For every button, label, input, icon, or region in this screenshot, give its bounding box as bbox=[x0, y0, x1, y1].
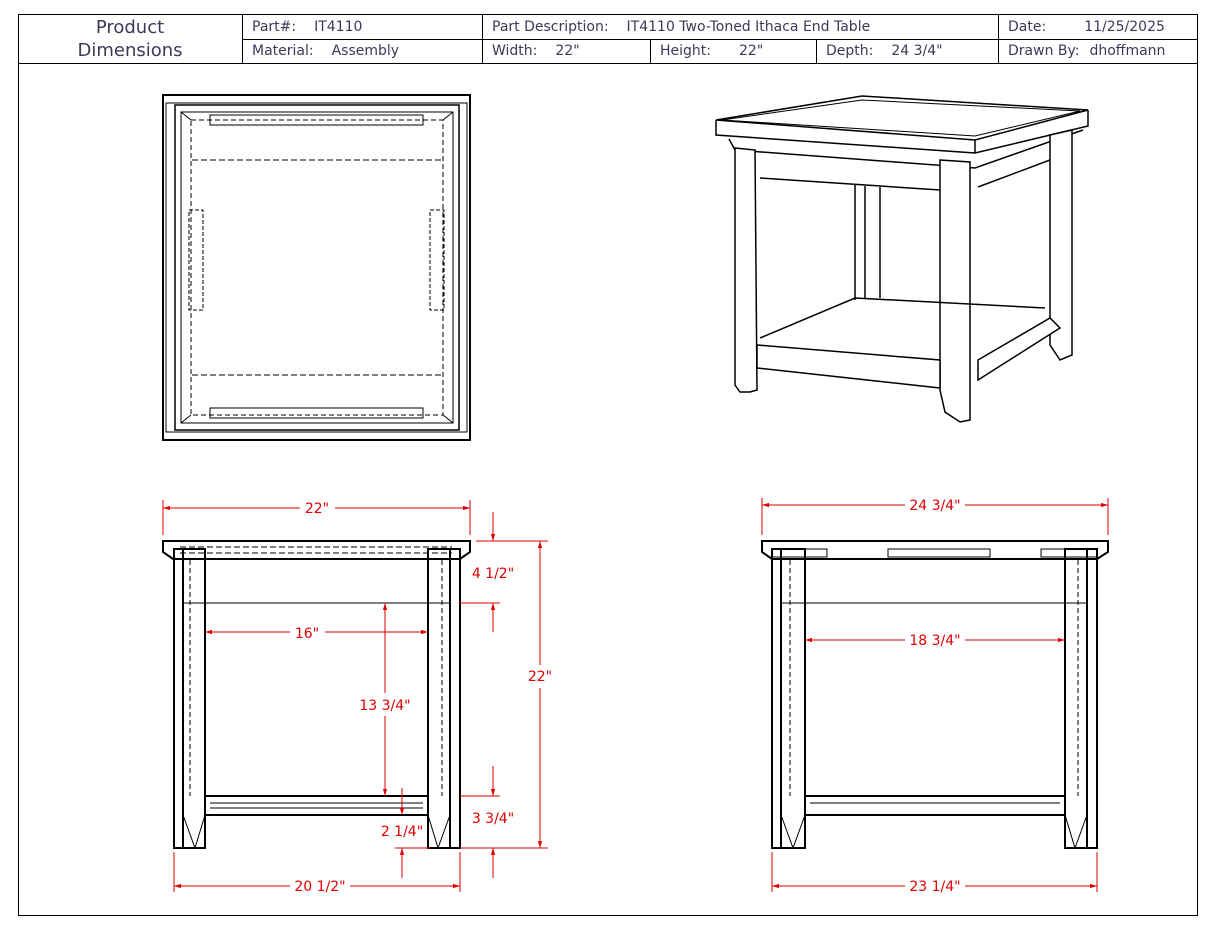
title-line-1: Product bbox=[95, 16, 165, 38]
depth-value: 24 3/4" bbox=[891, 43, 943, 59]
height-value: 22" bbox=[739, 43, 764, 59]
width-cell: Width: 22" bbox=[482, 39, 651, 64]
drawing-frame bbox=[18, 14, 1198, 916]
description-label: Part Description: bbox=[492, 18, 609, 35]
height-cell: Height: 22" bbox=[650, 39, 817, 64]
material-label: Material: bbox=[252, 43, 314, 59]
title-cell: Product Dimensions bbox=[18, 14, 243, 64]
material-cell: Material: Assembly bbox=[242, 39, 483, 64]
dim-front-width: 22" bbox=[305, 501, 329, 517]
date-label: Date: bbox=[1008, 18, 1047, 35]
date-value: 11/25/2025 bbox=[1084, 18, 1165, 35]
drawn-by-label: Drawn By: bbox=[1008, 43, 1080, 59]
dim-side-inner-depth: 18 3/4" bbox=[909, 633, 960, 649]
description-value: IT4110 Two-Toned Ithaca End Table bbox=[626, 18, 871, 35]
drawn-by-cell: Drawn By: dhoffmann bbox=[998, 39, 1198, 64]
dim-side-leg-span: 23 1/4" bbox=[909, 879, 960, 895]
width-value: 22" bbox=[555, 43, 580, 59]
dim-apron-height: 4 1/2" bbox=[472, 566, 514, 582]
side-dimensions bbox=[761, 498, 1109, 892]
title-line-2: Dimensions bbox=[77, 39, 183, 61]
dim-inner-width: 16" bbox=[295, 626, 319, 642]
top-view bbox=[162, 94, 471, 441]
height-label: Height: bbox=[660, 43, 711, 59]
dim-shelf-thickness: 2 1/4" bbox=[381, 824, 423, 840]
isometric-view bbox=[715, 95, 1089, 423]
drawn-by-value: dhoffmann bbox=[1089, 43, 1166, 59]
date-cell: Date: 11/25/2025 bbox=[998, 14, 1198, 40]
description-cell: Part Description: IT4110 Two-Toned Ithac… bbox=[482, 14, 999, 40]
part-cell: Part#: IT4110 bbox=[242, 14, 483, 40]
dim-opening-height: 13 3/4" bbox=[359, 698, 410, 714]
front-dimensions bbox=[162, 500, 548, 892]
material-value: Assembly bbox=[331, 43, 400, 59]
width-label: Width: bbox=[492, 43, 538, 59]
dim-front-leg-span: 20 1/2" bbox=[294, 879, 345, 895]
depth-label: Depth: bbox=[826, 43, 874, 59]
dim-overall-height: 22" bbox=[528, 669, 552, 685]
side-view bbox=[761, 540, 1109, 850]
depth-cell: Depth: 24 3/4" bbox=[816, 39, 999, 64]
part-label: Part#: bbox=[252, 18, 297, 35]
front-view bbox=[162, 540, 471, 850]
dim-shelf-height: 3 3/4" bbox=[472, 811, 514, 827]
dim-side-depth: 24 3/4" bbox=[909, 498, 960, 514]
part-value: IT4110 bbox=[314, 18, 363, 35]
